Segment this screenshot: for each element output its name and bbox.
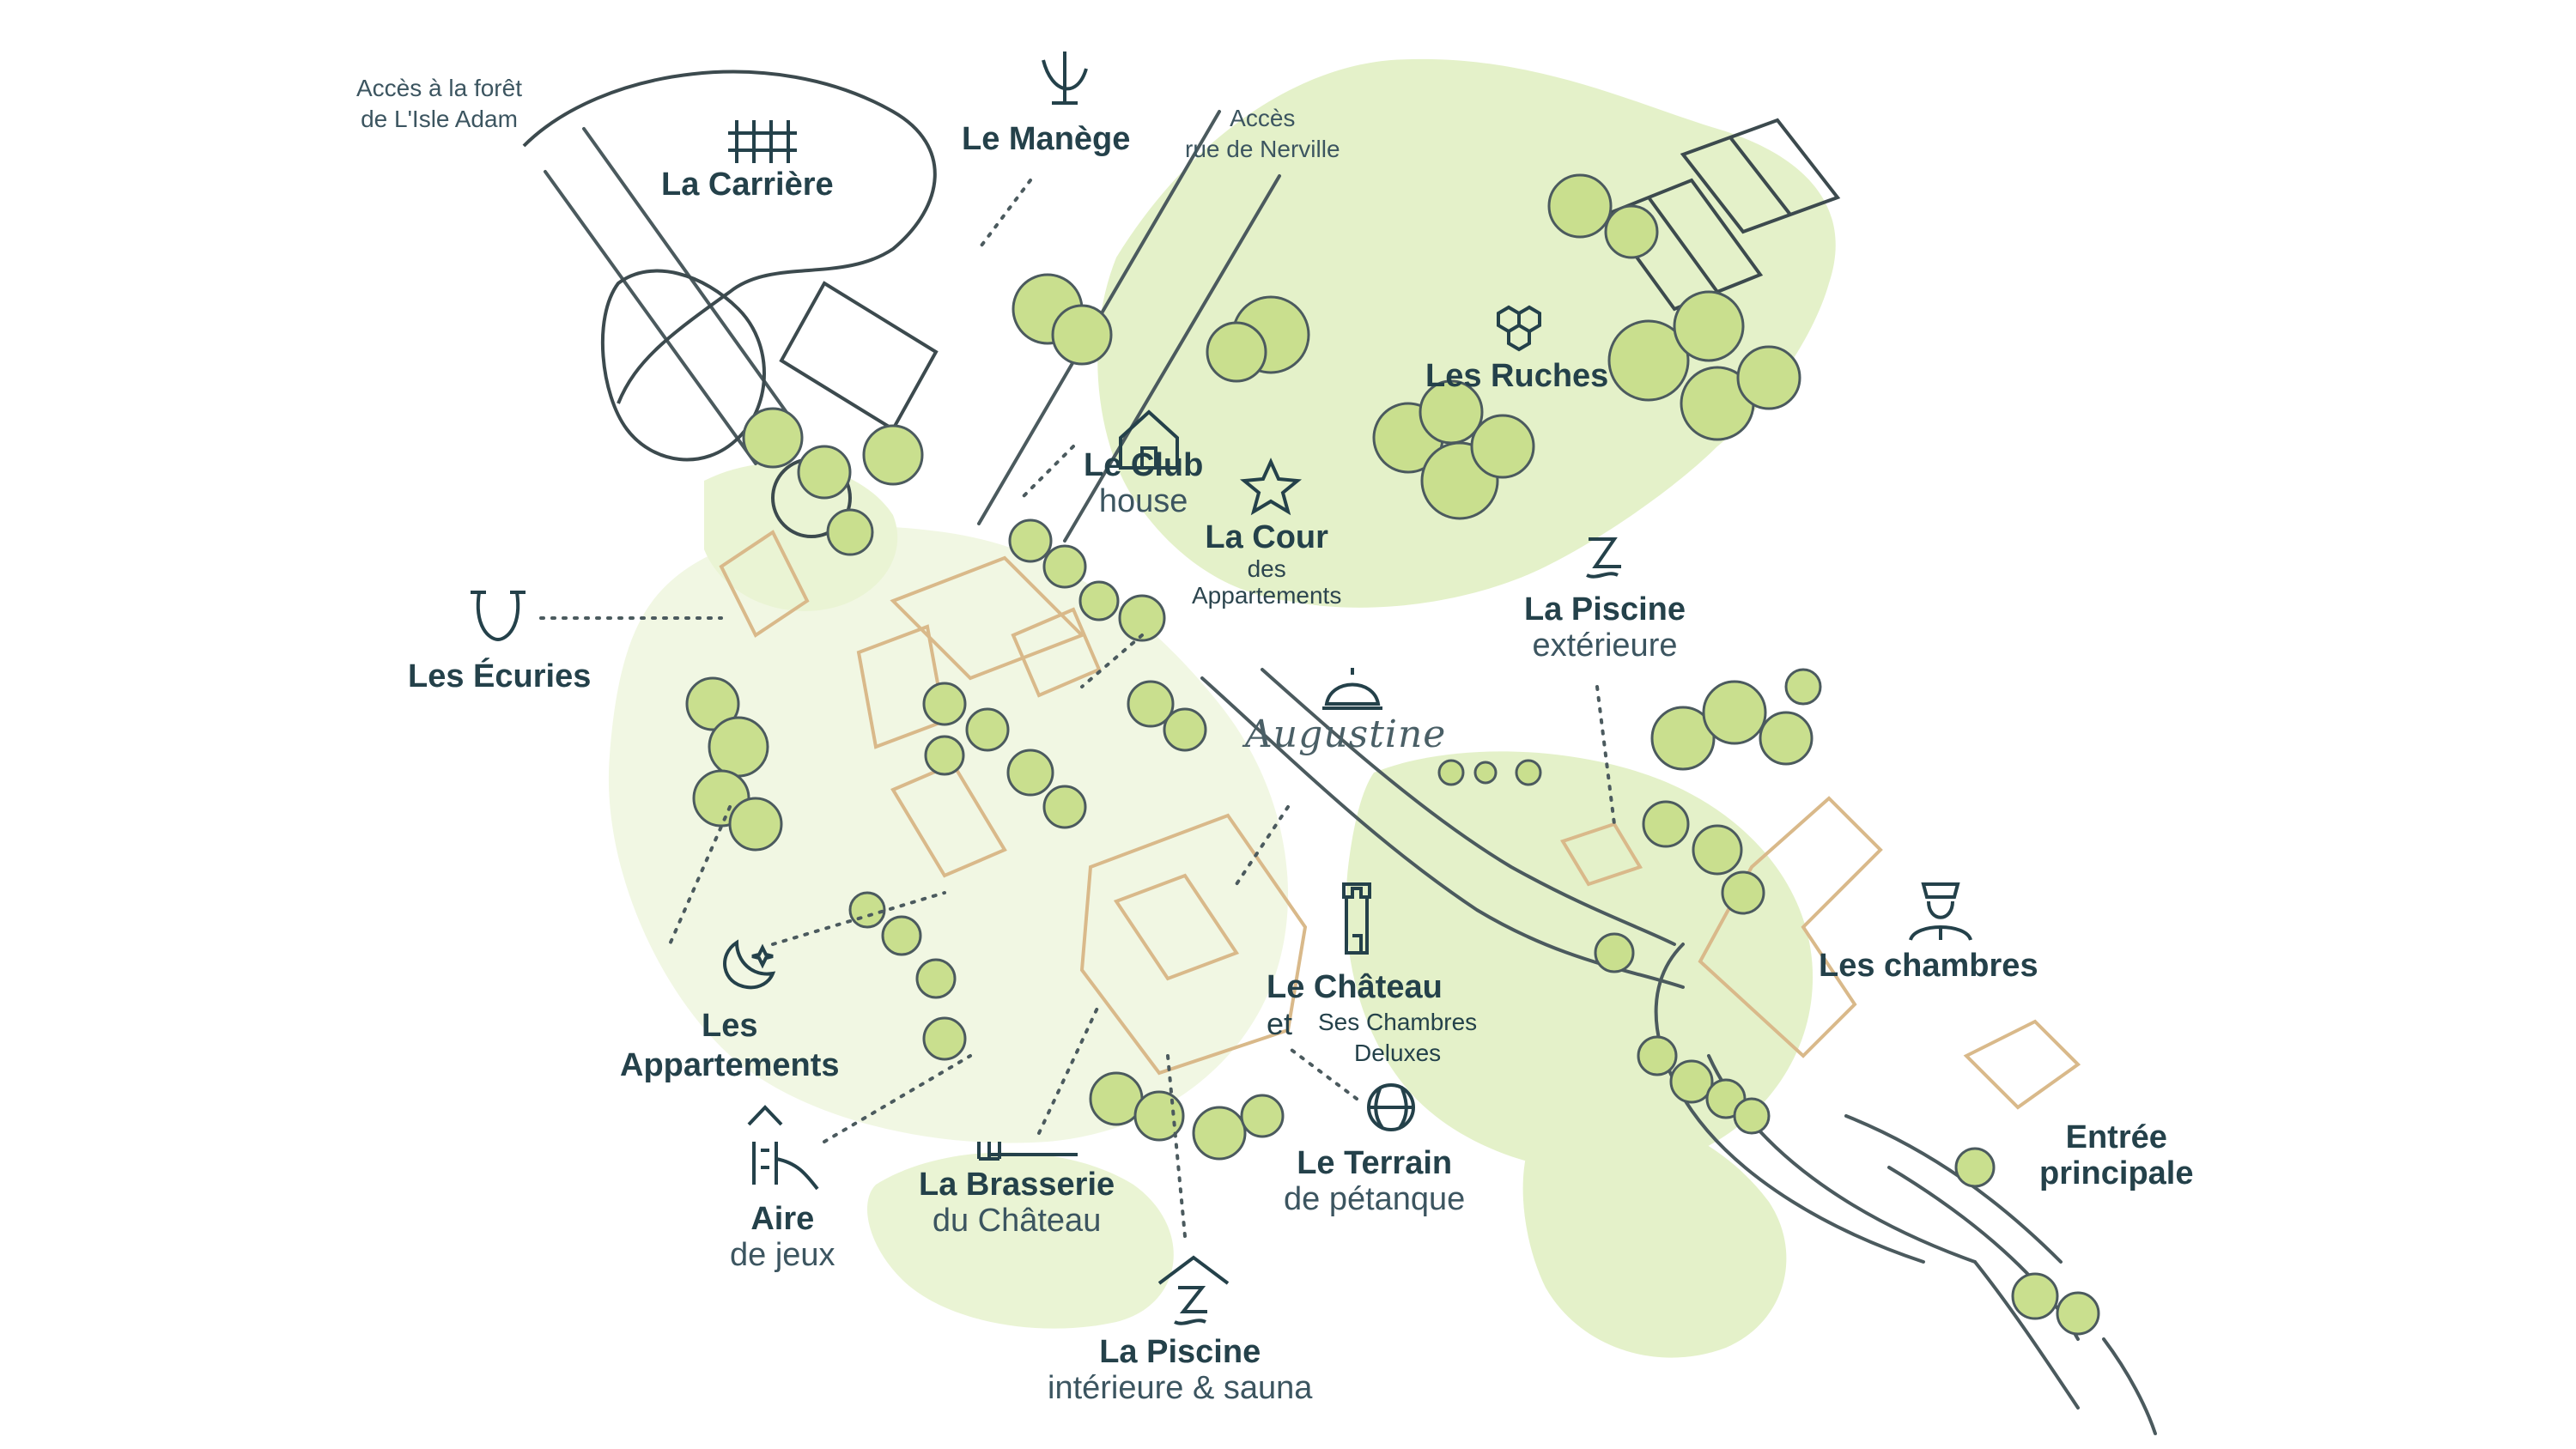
- label-ecuries[interactable]: Les Écuries: [408, 658, 592, 695]
- label-ruches[interactable]: Les Ruches: [1425, 358, 1609, 395]
- saddle-icon: [1042, 52, 1088, 105]
- label-piscine-exterieure[interactable]: La Piscine extérieure: [1524, 591, 1686, 664]
- brasserie-subtitle: du Château: [932, 1202, 1102, 1239]
- augustine-logo: Augustine: [1245, 712, 1447, 756]
- cour-subtitle-2: Appartements: [1192, 581, 1342, 609]
- label-chateau[interactable]: Le Château: [1267, 969, 1443, 1006]
- trees: [685, 173, 2100, 1336]
- indoor-pool-icon: [1157, 1255, 1230, 1325]
- manege-title: Le Manège: [962, 121, 1131, 157]
- label-chambres[interactable]: Les chambres: [1819, 948, 2038, 985]
- tower-icon: [1342, 882, 1371, 955]
- label-cour[interactable]: La Cour des Appartements: [1192, 519, 1342, 609]
- chateau-chambres-note: Ses Chambres Deluxes: [1318, 1007, 1477, 1070]
- house-icon: [1119, 409, 1179, 470]
- entree-title-1: Entrée: [2065, 1119, 2167, 1155]
- tennis-court: [1602, 118, 1841, 312]
- aire-title: Aire: [750, 1201, 815, 1237]
- piscine-ext-subtitle: extérieure: [1532, 627, 1678, 664]
- leader-lines: [539, 179, 1616, 1238]
- label-club-house[interactable]: Le Club house: [1084, 447, 1204, 520]
- cour-title: La Cour: [1205, 519, 1328, 555]
- swimmer-icon: [1586, 537, 1621, 579]
- cloche-icon: [1322, 668, 1382, 710]
- piscine-int-title: La Piscine: [1099, 1334, 1261, 1370]
- chateau-subtitle-et: et: [1267, 1006, 1293, 1041]
- label-piscine-interieure[interactable]: La Piscine intérieure & sauna: [1048, 1334, 1313, 1407]
- aire-subtitle: de jeux: [730, 1236, 835, 1273]
- label-manege[interactable]: Le Manège: [962, 121, 1131, 158]
- forest-access-note: Accès à la forêt de L'Isle Adam: [356, 73, 522, 136]
- cour-subtitle-1: des: [1247, 555, 1286, 582]
- horseshoe-icon: [471, 591, 526, 642]
- forest-access-line-1: Accès à la forêt: [356, 75, 522, 101]
- label-entree-principale[interactable]: Entrée principale: [2039, 1119, 2194, 1192]
- nerville-access-line-1: Accès: [1230, 105, 1296, 131]
- label-appartements[interactable]: Les Appartements: [620, 1008, 840, 1084]
- brasserie-title: La Brasserie: [919, 1167, 1115, 1203]
- carriere-title: La Carrière: [661, 167, 834, 203]
- chateau-subtitle-3: Deluxes: [1354, 1040, 1442, 1067]
- petanque-subtitle: de pétanque: [1284, 1180, 1466, 1217]
- playground-icon: [747, 1105, 819, 1191]
- concierge-icon: [1909, 882, 1972, 941]
- entree-title-2: principale: [2039, 1155, 2194, 1191]
- buildings: [719, 530, 2081, 1110]
- label-aire-de-jeux[interactable]: Aire de jeux: [730, 1201, 835, 1274]
- chateau-subtitle: et: [1267, 1004, 1292, 1045]
- chateau-title: Le Château: [1267, 969, 1443, 1005]
- ecuries-title: Les Écuries: [408, 658, 592, 694]
- fork-icon: [977, 1142, 1078, 1161]
- petanque-title: Le Terrain: [1297, 1145, 1453, 1181]
- piscine-ext-title: La Piscine: [1524, 591, 1686, 627]
- forest-access-line-2: de L'Isle Adam: [361, 106, 518, 133]
- label-carriere[interactable]: La Carrière: [661, 167, 834, 203]
- piscine-int-subtitle: intérieure & sauna: [1048, 1369, 1313, 1406]
- fence-icon: [728, 120, 797, 163]
- chambres-title: Les chambres: [1819, 948, 2038, 984]
- moon-stars-icon: [723, 939, 776, 990]
- appartements-title-1: Les: [702, 1008, 758, 1044]
- nerville-access-note: Accès rue de Nerville: [1185, 103, 1340, 166]
- nerville-access-line-2: rue de Nerville: [1185, 136, 1340, 163]
- honeycomb-icon: [1497, 305, 1541, 352]
- appartements-title-2: Appartements: [620, 1046, 840, 1083]
- club-title: Le Club: [1084, 447, 1204, 483]
- label-petanque[interactable]: Le Terrain de pétanque: [1284, 1145, 1466, 1218]
- label-brasserie[interactable]: La Brasserie du Château: [919, 1167, 1115, 1240]
- ruches-title: Les Ruches: [1425, 358, 1609, 394]
- club-subtitle: house: [1098, 482, 1188, 519]
- star-icon: [1239, 458, 1303, 516]
- boule-icon: [1367, 1083, 1415, 1131]
- chateau-subtitle-2: Ses Chambres: [1318, 1009, 1478, 1035]
